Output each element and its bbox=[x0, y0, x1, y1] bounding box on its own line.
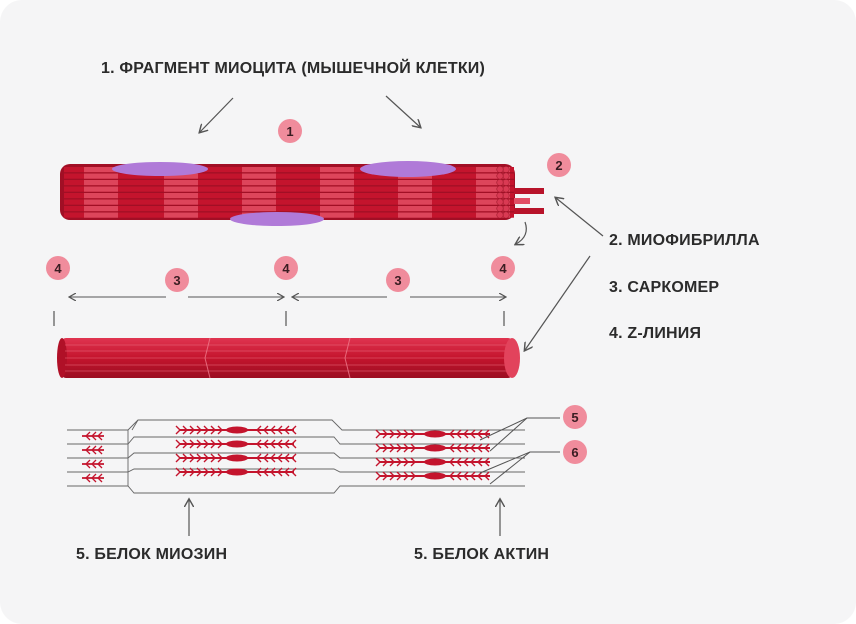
badge-4: 4 bbox=[46, 256, 70, 280]
leader-6 bbox=[479, 451, 560, 474]
badge-2: 2 bbox=[547, 153, 571, 177]
nucleus bbox=[112, 162, 208, 176]
filament-diagram bbox=[67, 419, 525, 494]
title-arrow-left bbox=[200, 97, 234, 132]
label-actin: 5. БЕЛОК АКТИН bbox=[414, 546, 550, 563]
badge-5: 5 bbox=[563, 405, 587, 429]
nucleus bbox=[230, 212, 324, 226]
myocyte-fragment bbox=[60, 161, 544, 226]
myofibril-cylinder bbox=[57, 337, 520, 379]
badge-3: 3 bbox=[386, 268, 410, 292]
badge-4: 4 bbox=[274, 256, 298, 280]
nucleus bbox=[360, 161, 456, 177]
legend-zline: 4. Z-ЛИНИЯ bbox=[609, 325, 702, 342]
badge-1: 1 bbox=[278, 119, 302, 143]
legend-arrow-fibril bbox=[556, 198, 604, 237]
badge-6: 6 bbox=[563, 440, 587, 464]
label-myosin: 5. БЕЛОК МИОЗИН bbox=[76, 546, 228, 563]
leader-5 bbox=[489, 417, 528, 452]
fibril-arrow bbox=[516, 221, 527, 244]
badge-4: 4 bbox=[491, 256, 515, 280]
badge-3: 3 bbox=[165, 268, 189, 292]
legend-sarcomere: 3. САРКОМЕР bbox=[609, 279, 720, 296]
legend-arrow-myofibril bbox=[525, 255, 591, 350]
title-arrow-right bbox=[385, 95, 420, 127]
leader-6 bbox=[489, 451, 531, 485]
leader-5 bbox=[479, 417, 560, 441]
legend-myofibril: 2. МИОФИБРИЛЛА bbox=[609, 232, 760, 249]
diagram-title: 1. ФРАГМЕНТ МИОЦИТА (МЫШЕЧНОЙ КЛЕТКИ) bbox=[101, 60, 486, 77]
